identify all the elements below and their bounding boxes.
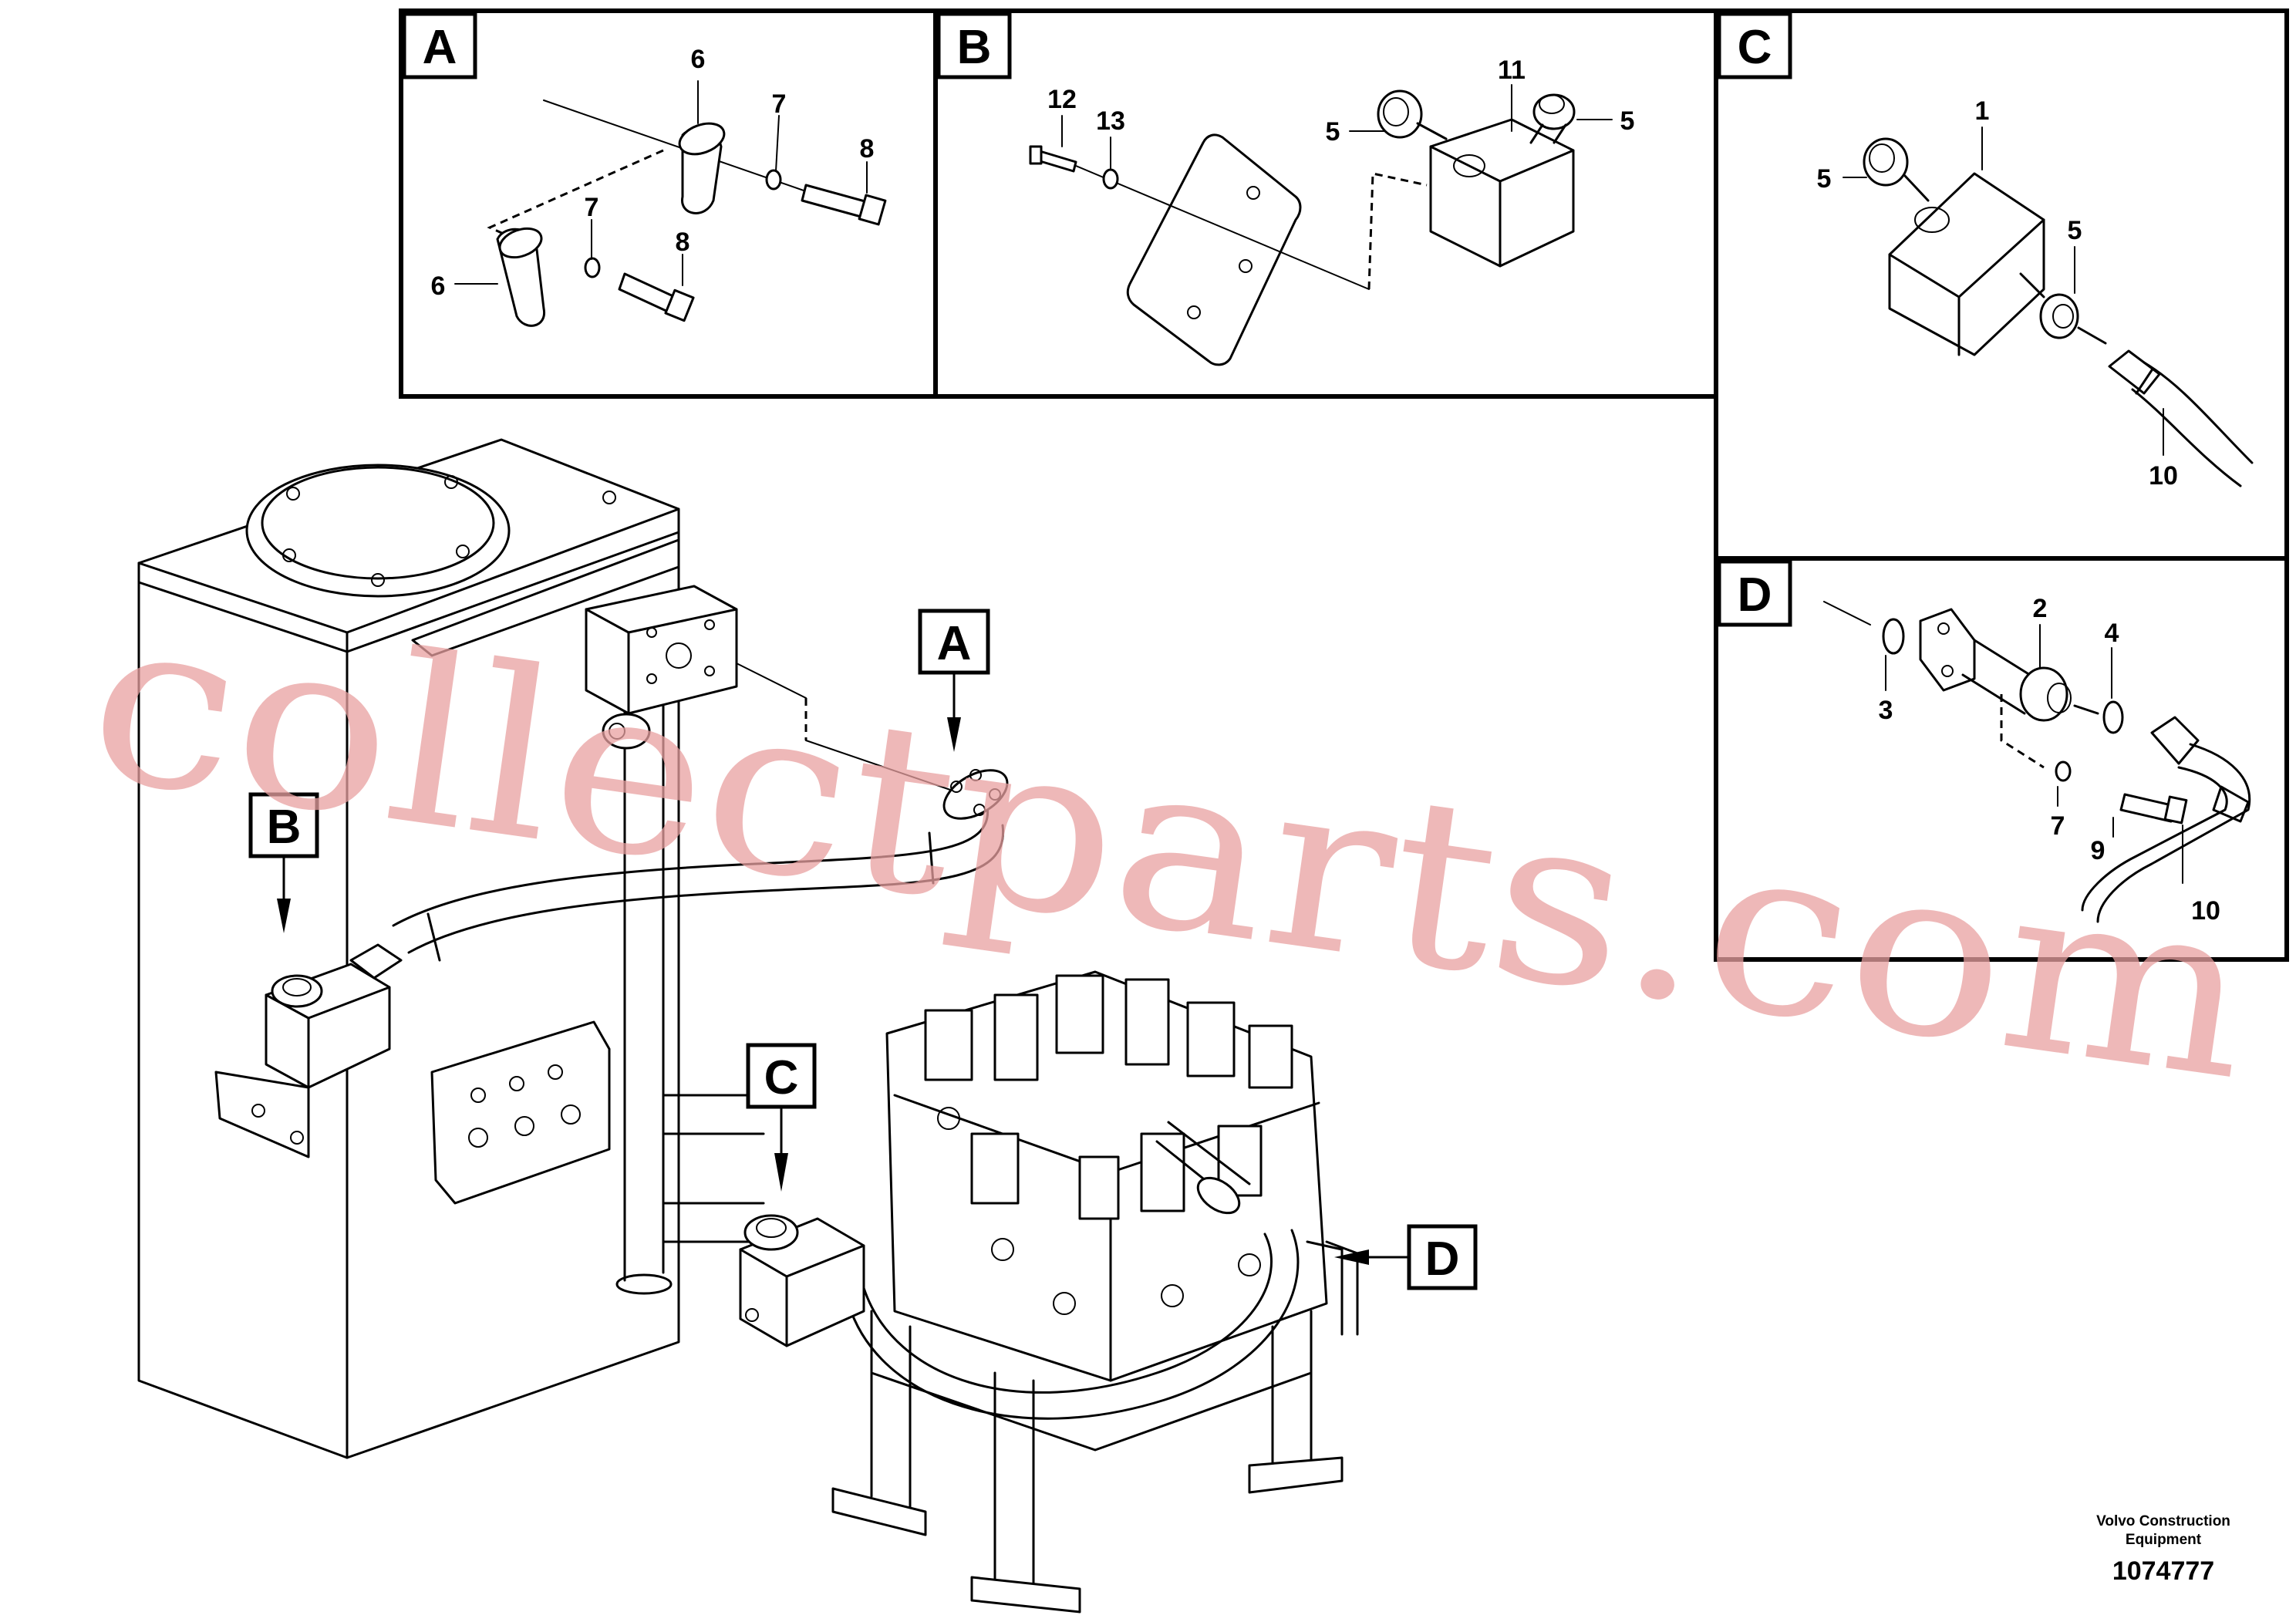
hydraulic-tank (137, 438, 765, 1459)
callout-b-5-left: 5 (1326, 117, 1340, 147)
return-hose (392, 769, 1009, 962)
callout-b-11: 11 (1498, 56, 1526, 85)
tank-port-block (585, 585, 738, 750)
callout-c-5-top: 5 (1817, 164, 1832, 194)
svg-text:D: D (1425, 1233, 1460, 1286)
detail-panel-b: B 12 13 11 5 5 (933, 8, 1718, 399)
sensor-block-c (739, 1214, 865, 1347)
callout-a-8-top: 8 (860, 134, 875, 164)
callout-c-5-bottom: 5 (2068, 216, 2082, 245)
panel-d-label: D (1738, 568, 1772, 622)
drawing-part-number: 1074777 (2112, 1556, 2214, 1586)
detail-panel-c: C 1 5 5 10 (1714, 8, 2289, 561)
callout-d-2: 2 (2033, 594, 2048, 623)
main-assembly (137, 438, 1359, 1614)
callout-b-5-right: 5 (1620, 106, 1635, 136)
panel-c-label: C (1738, 21, 1772, 74)
footer: Volvo Construction Equipment 1074777 (2096, 1513, 2230, 1586)
detail-panel-d: D 2 4 3 7 9 10 (1714, 556, 2289, 962)
view-tag-d: D (1334, 1224, 1478, 1290)
control-valve (831, 970, 1344, 1614)
brand-line-1: Volvo Construction (2096, 1513, 2230, 1529)
callout-b-13: 13 (1096, 106, 1125, 136)
panel-a-label: A (423, 21, 457, 74)
view-tag-b: B (248, 792, 319, 933)
svg-text:C: C (764, 1051, 799, 1104)
panel-b-label: B (957, 21, 992, 74)
callout-a-7-top: 7 (772, 89, 787, 119)
callout-d-9: 9 (2091, 836, 2106, 865)
sensor-block-b (214, 943, 403, 1158)
valve-return-hose (847, 1121, 1359, 1420)
callout-a-6-bottom: 6 (431, 271, 446, 301)
detail-panel-a: A 6 7 8 7 8 6 (399, 8, 938, 399)
callout-c-1: 1 (1975, 96, 1990, 126)
view-tag-c: C (746, 1043, 817, 1192)
svg-text:B: B (267, 801, 302, 854)
svg-text:A: A (937, 617, 972, 670)
view-tag-a: A (918, 609, 990, 752)
callout-c-10: 10 (2149, 461, 2178, 491)
brand-line-2: Equipment (2126, 1532, 2202, 1548)
callout-a-7-bottom: 7 (585, 193, 599, 222)
callout-d-10: 10 (2191, 896, 2220, 926)
callout-a-8-bottom: 8 (676, 228, 690, 257)
callout-b-12: 12 (1047, 85, 1077, 114)
callout-d-4: 4 (2105, 619, 2119, 648)
callout-a-6-top: 6 (691, 45, 706, 74)
callout-d-7: 7 (2051, 811, 2065, 841)
callout-d-3: 3 (1879, 696, 1893, 725)
